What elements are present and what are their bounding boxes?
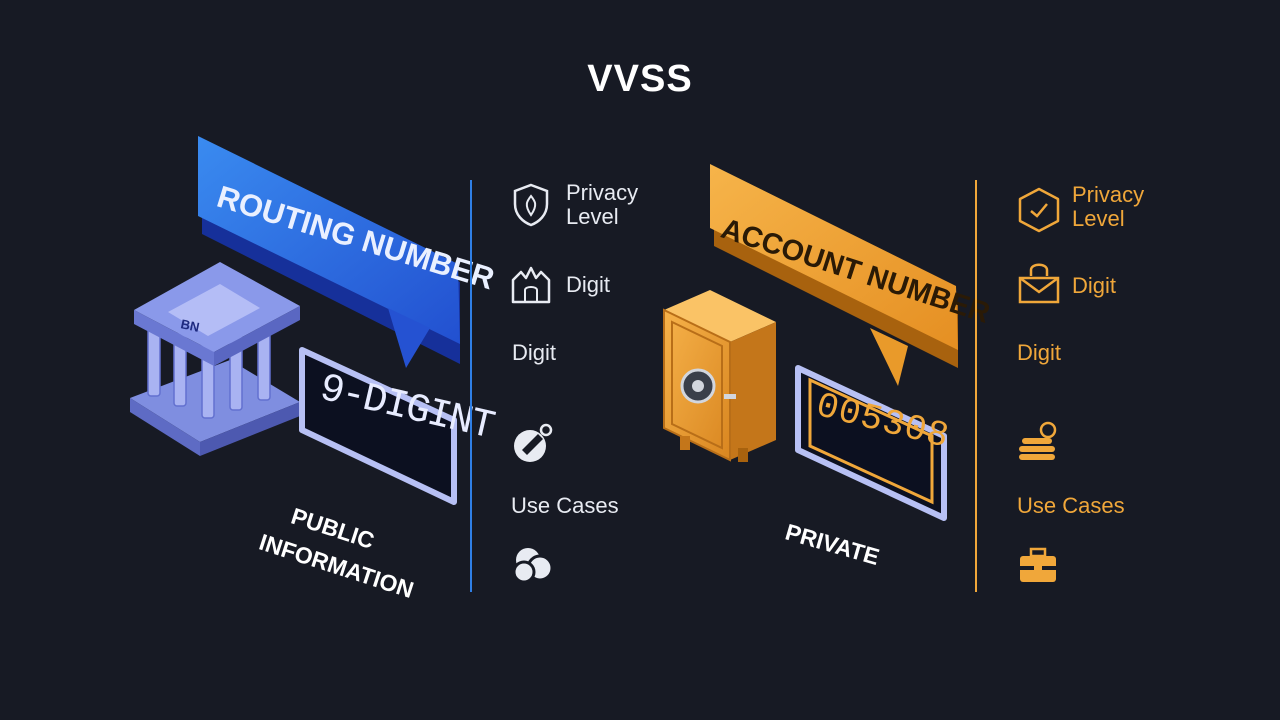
safe-handle <box>724 394 736 399</box>
coin-stack-icon <box>1019 421 1057 460</box>
routing-banner <box>198 136 460 344</box>
shield-icon <box>513 183 549 227</box>
bank-roof-right <box>214 306 300 366</box>
bank-pediment <box>168 284 260 336</box>
right-privacy-line2: Level <box>1072 206 1125 231</box>
briefcase-icon <box>1020 547 1056 582</box>
crown-house-icon <box>511 266 551 304</box>
safe-door <box>671 320 723 450</box>
left-digit-1: Digit <box>566 272 611 297</box>
safe-side <box>730 322 776 460</box>
pen-tool-icon <box>514 423 553 462</box>
routing-banner-tail <box>388 308 430 368</box>
page-title: VVSS <box>587 58 693 100</box>
routing-display-box <box>299 347 457 505</box>
left-divider <box>470 180 472 592</box>
left-privacy-line1: Privacy <box>566 180 639 205</box>
bank-plate-text: BN <box>179 316 200 335</box>
right-privacy-line1: Privacy <box>1072 182 1145 207</box>
bank-roof-left <box>134 310 214 366</box>
account-banner-tail <box>870 328 908 386</box>
lock-envelope-icon <box>1018 263 1060 304</box>
account-display-inner <box>808 377 934 505</box>
bank-base-right <box>200 402 300 456</box>
left-use-cases: Use Cases <box>511 493 619 518</box>
bank-base-left <box>130 398 200 456</box>
account-banner <box>710 164 958 350</box>
globe-icon <box>512 548 554 584</box>
account-display-box <box>795 365 947 521</box>
left-digit-2: Digit <box>512 340 557 365</box>
right-divider <box>975 180 977 592</box>
routing-illustration: BN <box>130 136 460 505</box>
safe-top <box>664 290 776 342</box>
left-privacy-line2: Level <box>566 204 619 229</box>
hexagon-check-icon <box>1018 187 1060 233</box>
right-digit-1: Digit <box>1072 273 1117 298</box>
right-digit-2: Digit <box>1017 340 1062 365</box>
right-use-cases: Use Cases <box>1017 493 1125 518</box>
account-illustration <box>663 164 958 521</box>
